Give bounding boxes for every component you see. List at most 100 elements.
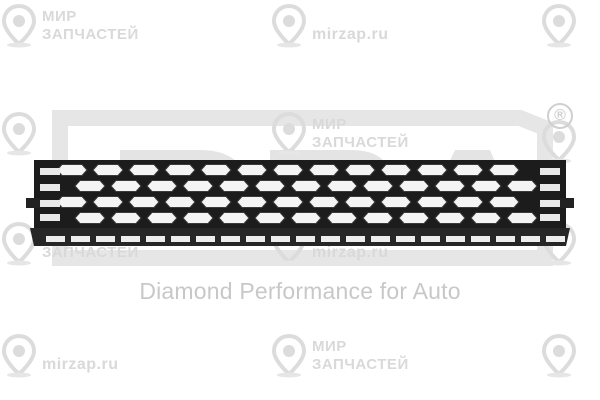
watermark-site: mirzap.ru <box>42 356 119 373</box>
grille-side-louvre <box>540 184 560 191</box>
grille-cell <box>110 180 142 192</box>
grille-slot <box>246 236 265 242</box>
grille-slot <box>371 236 390 242</box>
grille-slot <box>346 236 365 242</box>
grille-cell <box>182 180 214 192</box>
grille-cell <box>362 180 394 192</box>
grille-cell <box>254 180 286 192</box>
grille-cell <box>56 164 88 176</box>
map-pin-icon <box>272 334 306 378</box>
watermark: mirzap.ru <box>272 4 389 48</box>
grille-side-tab-left <box>26 198 40 208</box>
grille-side-louvre <box>40 168 60 175</box>
grille-slot <box>421 236 440 242</box>
grille-side-louvre <box>40 184 60 191</box>
grille-slot <box>321 236 340 242</box>
map-pin-icon <box>2 334 36 378</box>
grille-slot <box>521 236 540 242</box>
grille-side-louvre <box>540 200 560 207</box>
grille-cell <box>488 196 520 208</box>
grille-slot <box>221 236 240 242</box>
watermark-site: mirzap.ru <box>312 26 389 43</box>
grille-cell <box>452 196 484 208</box>
grille-cell <box>470 180 502 192</box>
grille-side-louvre <box>40 214 60 221</box>
grille-cell <box>74 212 106 224</box>
map-pin-icon <box>2 112 36 156</box>
grille-cell <box>218 180 250 192</box>
map-pin-icon <box>542 4 576 48</box>
map-pin-icon <box>2 4 36 48</box>
grille-cell <box>434 212 466 224</box>
grille-cell <box>128 196 160 208</box>
brand-tagline: Diamond Performance for Auto <box>139 278 461 304</box>
grille-cell <box>182 212 214 224</box>
grille-cell <box>308 164 340 176</box>
grille-slot <box>196 236 215 242</box>
grille-cell <box>164 196 196 208</box>
grille-cell <box>506 180 538 192</box>
watermark-line-2: ЗАПЧАСТЕЙ <box>312 356 409 373</box>
watermark <box>542 334 576 378</box>
watermark-line-1: МИР <box>312 338 347 355</box>
grille-side-louvre <box>540 214 560 221</box>
grille-cell <box>326 212 358 224</box>
grille-slot <box>471 236 490 242</box>
grille-cell <box>146 180 178 192</box>
grille-slot <box>496 236 515 242</box>
grille-cell <box>308 196 340 208</box>
watermark: mirzap.ru <box>2 334 119 378</box>
grille-side-tab-right <box>560 198 574 208</box>
grille-slot <box>271 236 290 242</box>
grille-side-louvre <box>40 200 60 207</box>
grille-cell <box>380 164 412 176</box>
grille-cell <box>128 164 160 176</box>
grille-cell <box>398 180 430 192</box>
grille-slot <box>46 236 65 242</box>
registered-mark: ® <box>547 103 573 129</box>
watermark-line-1: МИР <box>312 116 347 133</box>
grille-cell <box>416 164 448 176</box>
grille-cell <box>326 180 358 192</box>
grille-cell <box>236 164 268 176</box>
grille-cell <box>416 196 448 208</box>
grille-cell <box>164 164 196 176</box>
grille-cell <box>200 196 232 208</box>
grille-cell <box>218 212 250 224</box>
grille-cell <box>434 180 466 192</box>
grille-slot <box>171 236 190 242</box>
grille-cell <box>92 196 124 208</box>
watermark-line-2: ЗАПЧАСТЕЙ <box>42 244 139 261</box>
grille-slot <box>146 236 165 242</box>
grille-slot <box>396 236 415 242</box>
grille-side-louvre <box>540 168 560 175</box>
grille-slot <box>121 236 140 242</box>
grille-cell <box>398 212 430 224</box>
grille-mesh <box>40 164 560 224</box>
grille-cell <box>56 196 88 208</box>
grille-cell <box>290 212 322 224</box>
grille-cell <box>272 164 304 176</box>
grille-cell <box>74 180 106 192</box>
watermark-site: mirzap.ru <box>312 244 389 261</box>
grille-cell <box>272 196 304 208</box>
grille-slot <box>96 236 115 242</box>
map-pin-icon <box>272 112 306 156</box>
grille-bottom-slots <box>46 236 565 242</box>
grille-cell <box>344 164 376 176</box>
grille-cell <box>470 212 502 224</box>
watermark-line-1: МИР <box>42 8 77 25</box>
grille-slot <box>546 236 565 242</box>
grille-cell <box>92 164 124 176</box>
grille-cell <box>200 164 232 176</box>
grille-cell <box>362 212 394 224</box>
grille-cell <box>110 212 142 224</box>
watermark <box>542 4 576 48</box>
grille-cell <box>344 196 376 208</box>
grille-cell <box>290 180 322 192</box>
watermark <box>2 112 36 156</box>
grille-cell <box>452 164 484 176</box>
